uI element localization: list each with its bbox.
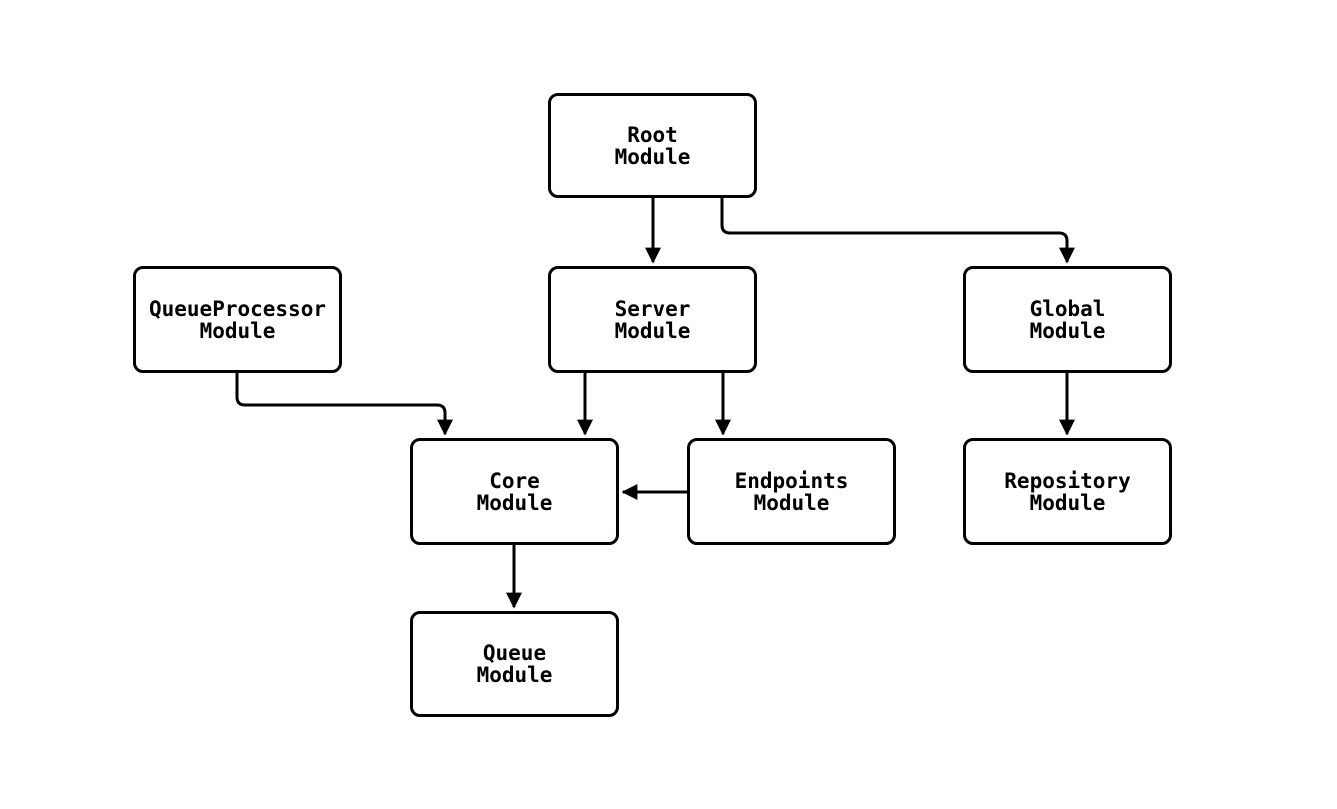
node-repository-module: Repository Module [963,438,1172,545]
edge-root-to-global [720,198,1075,264]
node-core-module: Core Module [410,438,619,545]
node-queue-module: Queue Module [410,611,619,717]
node-global-module: Global Module [963,266,1172,373]
node-root-module-label: Root Module [614,122,691,169]
node-core-module-label: Core Module [476,468,553,515]
node-endpoints-module: Endpoints Module [687,438,896,545]
node-queueprocessor-module: QueueProcessor Module [133,266,342,373]
node-root-module: Root Module [548,93,757,198]
node-server-module-label: Server Module [614,296,691,343]
node-queue-module-label: Queue Module [476,641,553,687]
node-repository-module-label: Repository Module [1004,468,1131,515]
node-global-module-label: Global Module [1029,296,1106,343]
node-server-module: Server Module [548,266,757,373]
node-queueprocessor-module-label: QueueProcessor Module [148,296,326,343]
edge-queueprocessor-to-core [235,373,453,436]
node-endpoints-module-label: Endpoints Module [734,468,849,515]
